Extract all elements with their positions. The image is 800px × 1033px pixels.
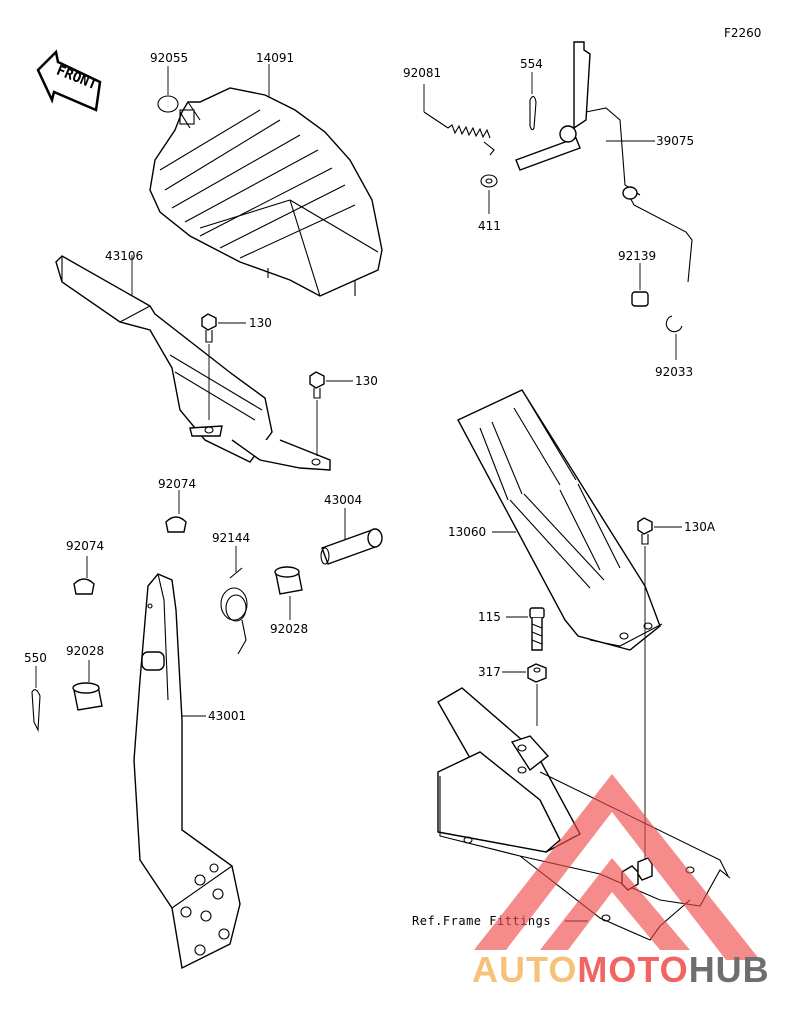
label-317: 317 xyxy=(478,665,501,679)
part-411-washer[interactable] xyxy=(480,174,498,214)
part-92033-circlip[interactable] xyxy=(665,315,683,360)
part-92028-bushing-2[interactable] xyxy=(72,660,103,711)
label-43004: 43004 xyxy=(324,493,362,507)
part-14091-cover[interactable] xyxy=(149,64,383,297)
part-317-nut[interactable] xyxy=(502,663,547,726)
label-130A: 130A xyxy=(684,520,716,534)
part-43004-pin[interactable] xyxy=(320,508,383,565)
part-550-cotter-pin[interactable] xyxy=(31,666,41,733)
label-92139: 92139 xyxy=(618,249,656,263)
diagram-code: F2260 xyxy=(724,26,761,40)
label-92144: 92144 xyxy=(212,531,250,545)
label-130-1: 130 xyxy=(249,316,272,330)
part-130-bolt-2[interactable] xyxy=(309,371,353,456)
part-92139-collar[interactable] xyxy=(631,263,649,307)
label-92081: 92081 xyxy=(403,66,441,80)
label-115: 115 xyxy=(478,610,501,624)
label-92055: 92055 xyxy=(150,51,188,65)
label-130-2: 130 xyxy=(355,374,378,388)
watermark-part1: AUTO xyxy=(472,949,577,990)
label-43001: 43001 xyxy=(208,709,246,723)
front-arrow-icon: FRONT xyxy=(36,49,102,112)
part-92074-cap-2[interactable] xyxy=(73,556,95,595)
label-92033: 92033 xyxy=(655,365,693,379)
part-43001-pedal-arm[interactable] xyxy=(133,573,241,970)
label-14091: 14091 xyxy=(256,51,294,65)
part-92028-bushing-1[interactable] xyxy=(274,566,303,620)
part-92074-cap-1[interactable] xyxy=(165,490,187,533)
part-92144-spring[interactable] xyxy=(220,546,248,655)
part-115-bolt[interactable] xyxy=(506,607,545,651)
automotohub-watermark: AUTOMOTOHUB xyxy=(472,774,770,990)
label-554: 554 xyxy=(520,57,543,71)
part-92055-oring[interactable] xyxy=(157,66,179,113)
label-411: 411 xyxy=(478,219,501,233)
label-13060: 13060 xyxy=(448,525,486,539)
watermark-text: AUTOMOTOHUB xyxy=(472,949,770,990)
label-550: 550 xyxy=(24,651,47,665)
part-130-bolt-1[interactable] xyxy=(201,313,246,420)
part-554-cotter-pin[interactable] xyxy=(529,72,537,131)
watermark-part2: MOTO xyxy=(577,949,688,990)
watermark-part3: HUB xyxy=(689,949,770,990)
label-92028-1: 92028 xyxy=(270,622,308,636)
label-92028-2: 92028 xyxy=(66,644,104,658)
label-43106: 43106 xyxy=(105,249,143,263)
label-92074-2: 92074 xyxy=(66,539,104,553)
part-39075-rod[interactable] xyxy=(515,41,693,283)
label-39075: 39075 xyxy=(656,134,694,148)
part-92081-spring[interactable] xyxy=(423,84,495,156)
label-92074-1: 92074 xyxy=(158,477,196,491)
part-43106-lever[interactable] xyxy=(55,255,331,471)
